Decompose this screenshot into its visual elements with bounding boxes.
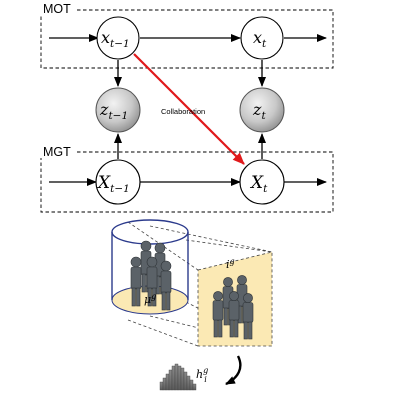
svg-text:Xt−1: Xt−1 — [96, 173, 130, 195]
node-X-prev: Xt−1 — [95, 159, 141, 205]
svg-text:xt: xt — [253, 28, 267, 50]
collaboration-arrow — [133, 53, 245, 165]
curved-arrow — [225, 355, 242, 386]
svg-text:zt−1: zt−1 — [99, 100, 128, 122]
collaboration-edge: Collaboration — [133, 53, 245, 165]
mot-panel-border — [40, 9, 334, 69]
svg-text:zt: zt — [252, 100, 266, 122]
node-X-curr: Xt — [239, 159, 285, 205]
collaboration-label: Collaboration — [161, 107, 205, 116]
people-in-cylinder — [130, 240, 172, 311]
mgt-label: MGT — [43, 145, 71, 159]
image-plane: ig — [197, 251, 273, 347]
node-z-prev: zt−1 — [95, 87, 141, 133]
mgt-panel-border — [40, 151, 334, 213]
node-z-curr: zt — [239, 87, 285, 133]
edges — [49, 34, 327, 186]
histogram — [159, 363, 197, 391]
mu-label: μg — [144, 292, 156, 306]
node-x-curr: xt — [240, 16, 284, 60]
mot-label: MOT — [43, 2, 71, 16]
node-x-prev: xt−1 — [96, 16, 140, 60]
mgt-panel: MGT — [40, 144, 334, 213]
i-label: ig — [226, 257, 235, 271]
appearance-illustration: μg ig — [111, 219, 273, 391]
svg-text:Xt: Xt — [249, 173, 268, 195]
svg-text:xt−1: xt−1 — [101, 28, 130, 50]
people-in-plane — [212, 275, 254, 340]
mot-panel: MOT — [40, 2, 334, 69]
cylinder-top — [111, 219, 189, 245]
